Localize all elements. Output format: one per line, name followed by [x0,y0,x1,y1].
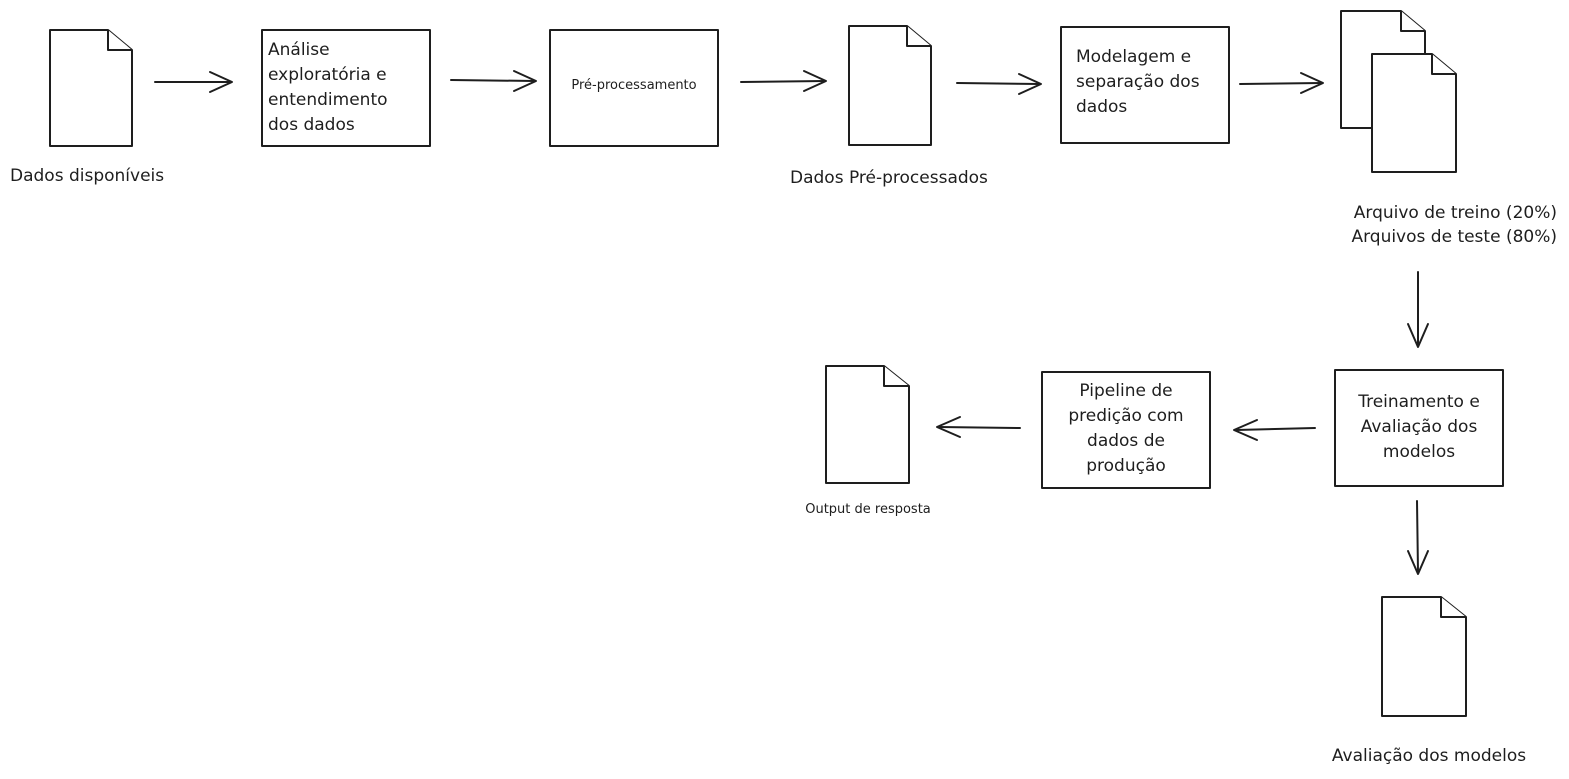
node-analise-exploratoria: Análise exploratória e entendimento dos … [261,29,431,147]
document-fold-icon [1440,597,1466,618]
edge-dados-to-modelagem [956,73,1042,95]
node-label-line: entendimento [268,90,388,110]
arrow-head-icon [1018,73,1042,95]
node-label-line: Avaliação dos [1361,417,1478,437]
node-label-line: Arquivo de treino (20%) [1354,203,1557,223]
process-box [1334,369,1504,487]
arrow-line [956,82,1041,85]
arrow-head-icon [936,416,961,438]
arrow-line [1239,82,1323,85]
node-label-line: modelos [1383,442,1455,462]
node-label-line: produção [1086,456,1166,476]
document-fold-icon [883,366,909,387]
arrow-head-icon [1233,419,1258,441]
node-label-line: predição com [1068,406,1183,426]
document-icon [1371,53,1457,173]
node-pipeline-predicao: Pipeline de predição com dados de produç… [1041,371,1211,489]
node-label: Avaliação dos modelos [1332,746,1526,766]
arrow-line [1235,427,1316,431]
arrow-line [450,79,536,82]
edge-modelagem-to-arquivos [1239,72,1324,94]
document-icon [49,29,133,147]
arrow-line [938,426,1021,429]
edge-pipeline-to-output [936,416,1021,438]
node-arquivos-treino-teste: Arquivo de treino (20%) Arquivos de test… [1340,10,1557,247]
node-modelagem: Modelagem e separação dos dados [1060,26,1230,144]
node-label-line: Modelagem e [1076,47,1191,67]
node-label-line: Treinamento e [1357,392,1480,412]
node-label-line: dados [1076,97,1127,117]
arrow-head-icon [1300,72,1324,94]
arrow-head-icon [1407,550,1429,575]
node-label-line: exploratória e [268,65,387,85]
process-box [261,29,431,147]
node-dados-disponiveis: Dados disponíveis [10,29,164,186]
edge-preprocessamento-to-dados [740,70,827,92]
arrow-head-icon [803,70,827,92]
edge-treinamento-to-avaliacao [1407,500,1429,575]
node-label-line: Arquivos de teste (80%) [1351,227,1557,247]
document-icon [848,25,932,146]
node-label-line: Pipeline de [1079,381,1172,401]
edge-analise-to-preprocessamento [450,70,537,92]
node-label-line: Análise [268,40,330,60]
node-label: Pré-processamento [571,78,696,93]
node-label: Dados Pré-processados [790,168,988,188]
arrow-head-icon [209,71,233,93]
document-fold-icon [107,30,132,51]
document-icon [825,365,910,484]
node-label-line: dos dados [268,115,355,135]
edge-dados-to-analise [154,71,233,93]
process-box [1041,371,1211,489]
arrow-line [1416,500,1419,573]
edge-arquivos-to-treinamento [1407,271,1429,348]
node-label: Dados disponíveis [10,166,164,186]
node-label-line: separação dos [1076,72,1200,92]
document-fold-icon [1400,11,1425,32]
arrow-head-icon [513,70,537,92]
arrow-head-icon [1407,323,1429,348]
node-pre-processamento: Pré-processamento [549,29,719,147]
node-output-resposta: Output de resposta [805,365,931,517]
process-box [1060,26,1230,144]
process-box [549,29,719,147]
document-icon [1381,596,1467,717]
edge-treinamento-to-pipeline [1233,419,1316,441]
document-fold-icon [1431,54,1456,75]
node-dados-pre-processados: Dados Pré-processados [790,25,988,188]
document-fold-icon [906,26,931,47]
node-label: Output de resposta [805,502,931,517]
node-avaliacao-modelos: Avaliação dos modelos [1332,596,1526,766]
node-label-line: dados de [1087,431,1165,451]
arrow-line [740,80,826,83]
node-treinamento: Treinamento e Avaliação dos modelos [1334,369,1504,487]
